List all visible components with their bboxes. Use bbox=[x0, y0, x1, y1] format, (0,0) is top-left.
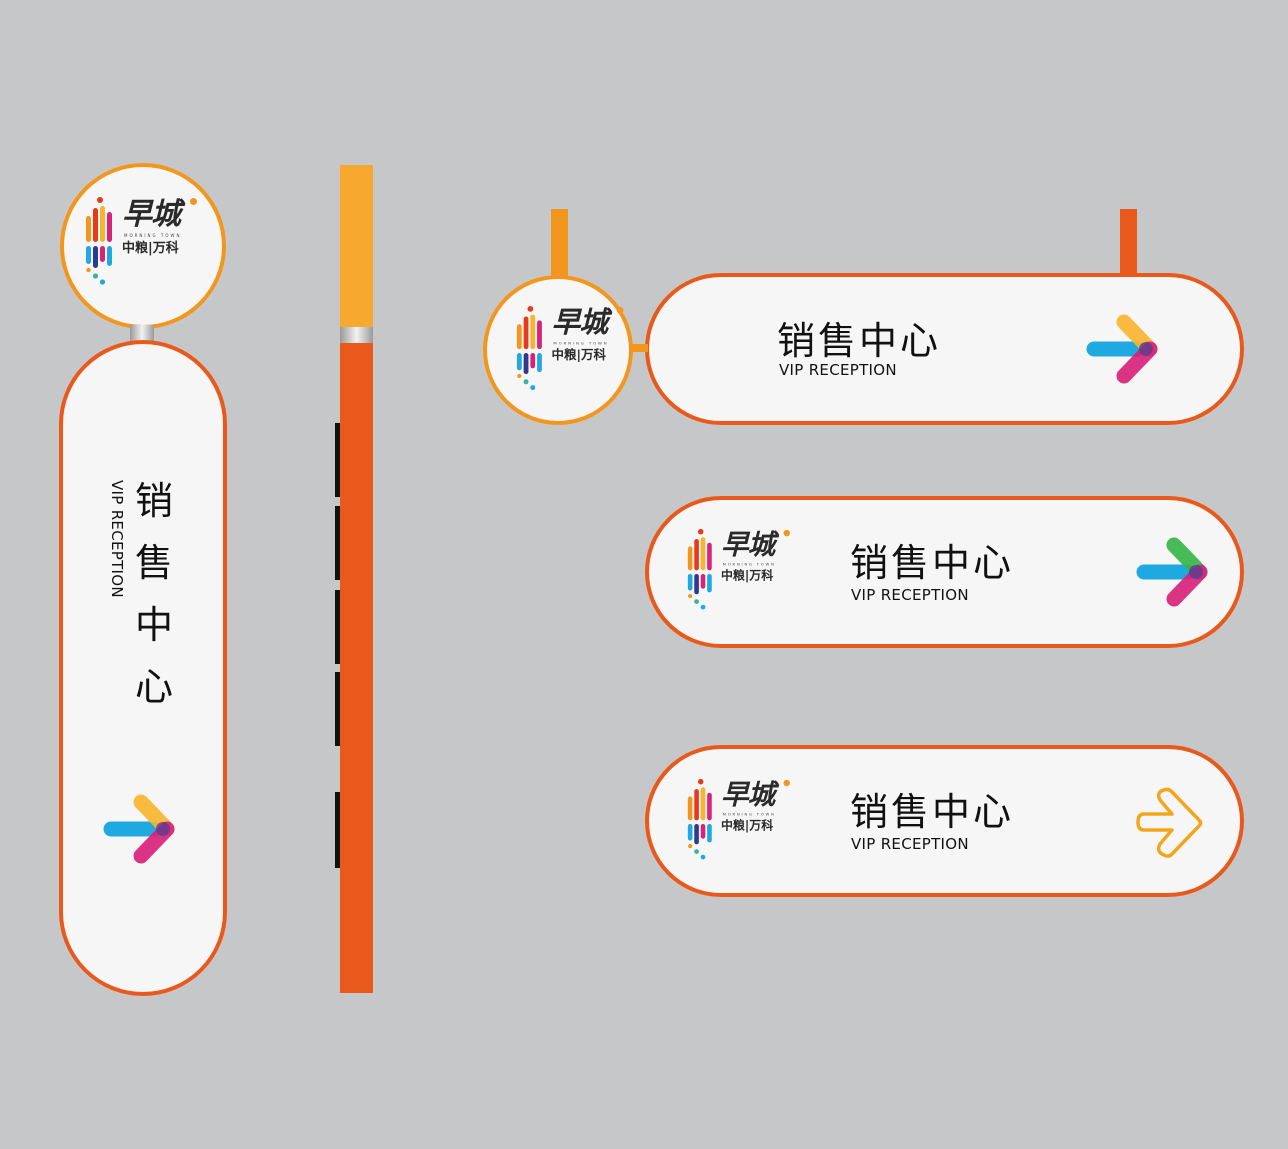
multicolor-arrow-right-icon bbox=[1086, 314, 1158, 384]
column-cap bbox=[340, 165, 373, 327]
multicolor-arrow-right-icon bbox=[103, 794, 175, 864]
vertical-title-char: 中 bbox=[134, 603, 173, 647]
wall-sign-outline-title: 销售中心 bbox=[850, 790, 1015, 834]
wall-sign-logo: 早城 MORNING TOWN 中粮|万科 bbox=[686, 528, 790, 613]
brand-sub: 中粮|万科 bbox=[551, 348, 606, 363]
brand-dot bbox=[190, 198, 197, 205]
vertical-title-char: 销 bbox=[134, 479, 173, 523]
hanging-sign-arrow-icon bbox=[1086, 312, 1160, 386]
wall-sign-title: 销售中心 bbox=[850, 541, 1015, 585]
vertical-sign-logo: 早城 MORNING TOWN 中粮|万科 bbox=[84, 196, 197, 288]
outline-arrow-right-icon bbox=[1136, 784, 1208, 860]
brand-name-en: MORNING TOWN bbox=[553, 340, 609, 346]
vertical-sign-subtitle: VIP RECEPTION bbox=[108, 480, 126, 598]
multicolor-arrow-right-icon bbox=[1136, 537, 1208, 607]
brand-name: 早城 bbox=[720, 778, 775, 812]
brand-logo-icon bbox=[687, 778, 712, 860]
brand-logo-icon bbox=[516, 305, 542, 391]
brand-sub: 中粮|万科 bbox=[720, 819, 774, 834]
hanging-rod-left bbox=[551, 209, 568, 279]
vertical-sign-panel bbox=[59, 340, 227, 996]
column-slot bbox=[335, 792, 340, 868]
vertical-sign-logo-disc bbox=[60, 163, 226, 329]
hanging-sign-logo: 早城 MORNING TOWN 中粮|万科 bbox=[515, 305, 624, 393]
brand-name-en: MORNING TOWN bbox=[722, 812, 776, 817]
vertical-title-char: 售 bbox=[134, 541, 173, 585]
brand-name: 早城 bbox=[720, 528, 775, 562]
brand-sub: 中粮|万科 bbox=[720, 569, 774, 584]
brand-dot bbox=[783, 529, 790, 537]
brand-sub: 中粮|万科 bbox=[122, 241, 179, 256]
brand-name: 早城 bbox=[551, 305, 608, 340]
brand-name-en: MORNING TOWN bbox=[722, 562, 776, 567]
brand-dot bbox=[616, 306, 624, 314]
column-body bbox=[340, 343, 373, 993]
hanging-sign-link bbox=[628, 344, 648, 352]
brand-name-en: MORNING TOWN bbox=[124, 233, 182, 238]
hanging-sign-subtitle: VIP RECEPTION bbox=[779, 361, 897, 379]
brand-name: 早城 bbox=[122, 197, 181, 232]
wall-sign-subtitle: VIP RECEPTION bbox=[851, 586, 969, 604]
column-slot bbox=[335, 423, 340, 497]
column-slot bbox=[335, 590, 340, 664]
hanging-sign-logo-disc bbox=[483, 275, 633, 425]
hanging-rod-right bbox=[1120, 209, 1137, 277]
vertical-sign-title: 销售中心 bbox=[132, 470, 176, 718]
vertical-sign-arrow-icon bbox=[103, 792, 177, 866]
brand-logo-icon bbox=[86, 197, 112, 285]
wall-sign-outline-logo: 早城 MORNING TOWN 中粮|万科 bbox=[686, 778, 790, 863]
vertical-title-char: 心 bbox=[134, 665, 173, 709]
wall-sign-arrow-icon bbox=[1136, 535, 1210, 609]
hanging-sign-title: 销售中心 bbox=[777, 319, 942, 363]
vertical-sign-connector bbox=[130, 325, 154, 343]
brand-logo-icon bbox=[687, 528, 712, 610]
column-slot bbox=[335, 672, 340, 746]
wall-sign-outline-panel bbox=[645, 745, 1244, 897]
brand-dot bbox=[783, 779, 790, 787]
wall-sign-outline-subtitle: VIP RECEPTION bbox=[851, 835, 969, 853]
column-slot bbox=[335, 506, 340, 580]
column-ring bbox=[340, 327, 373, 343]
